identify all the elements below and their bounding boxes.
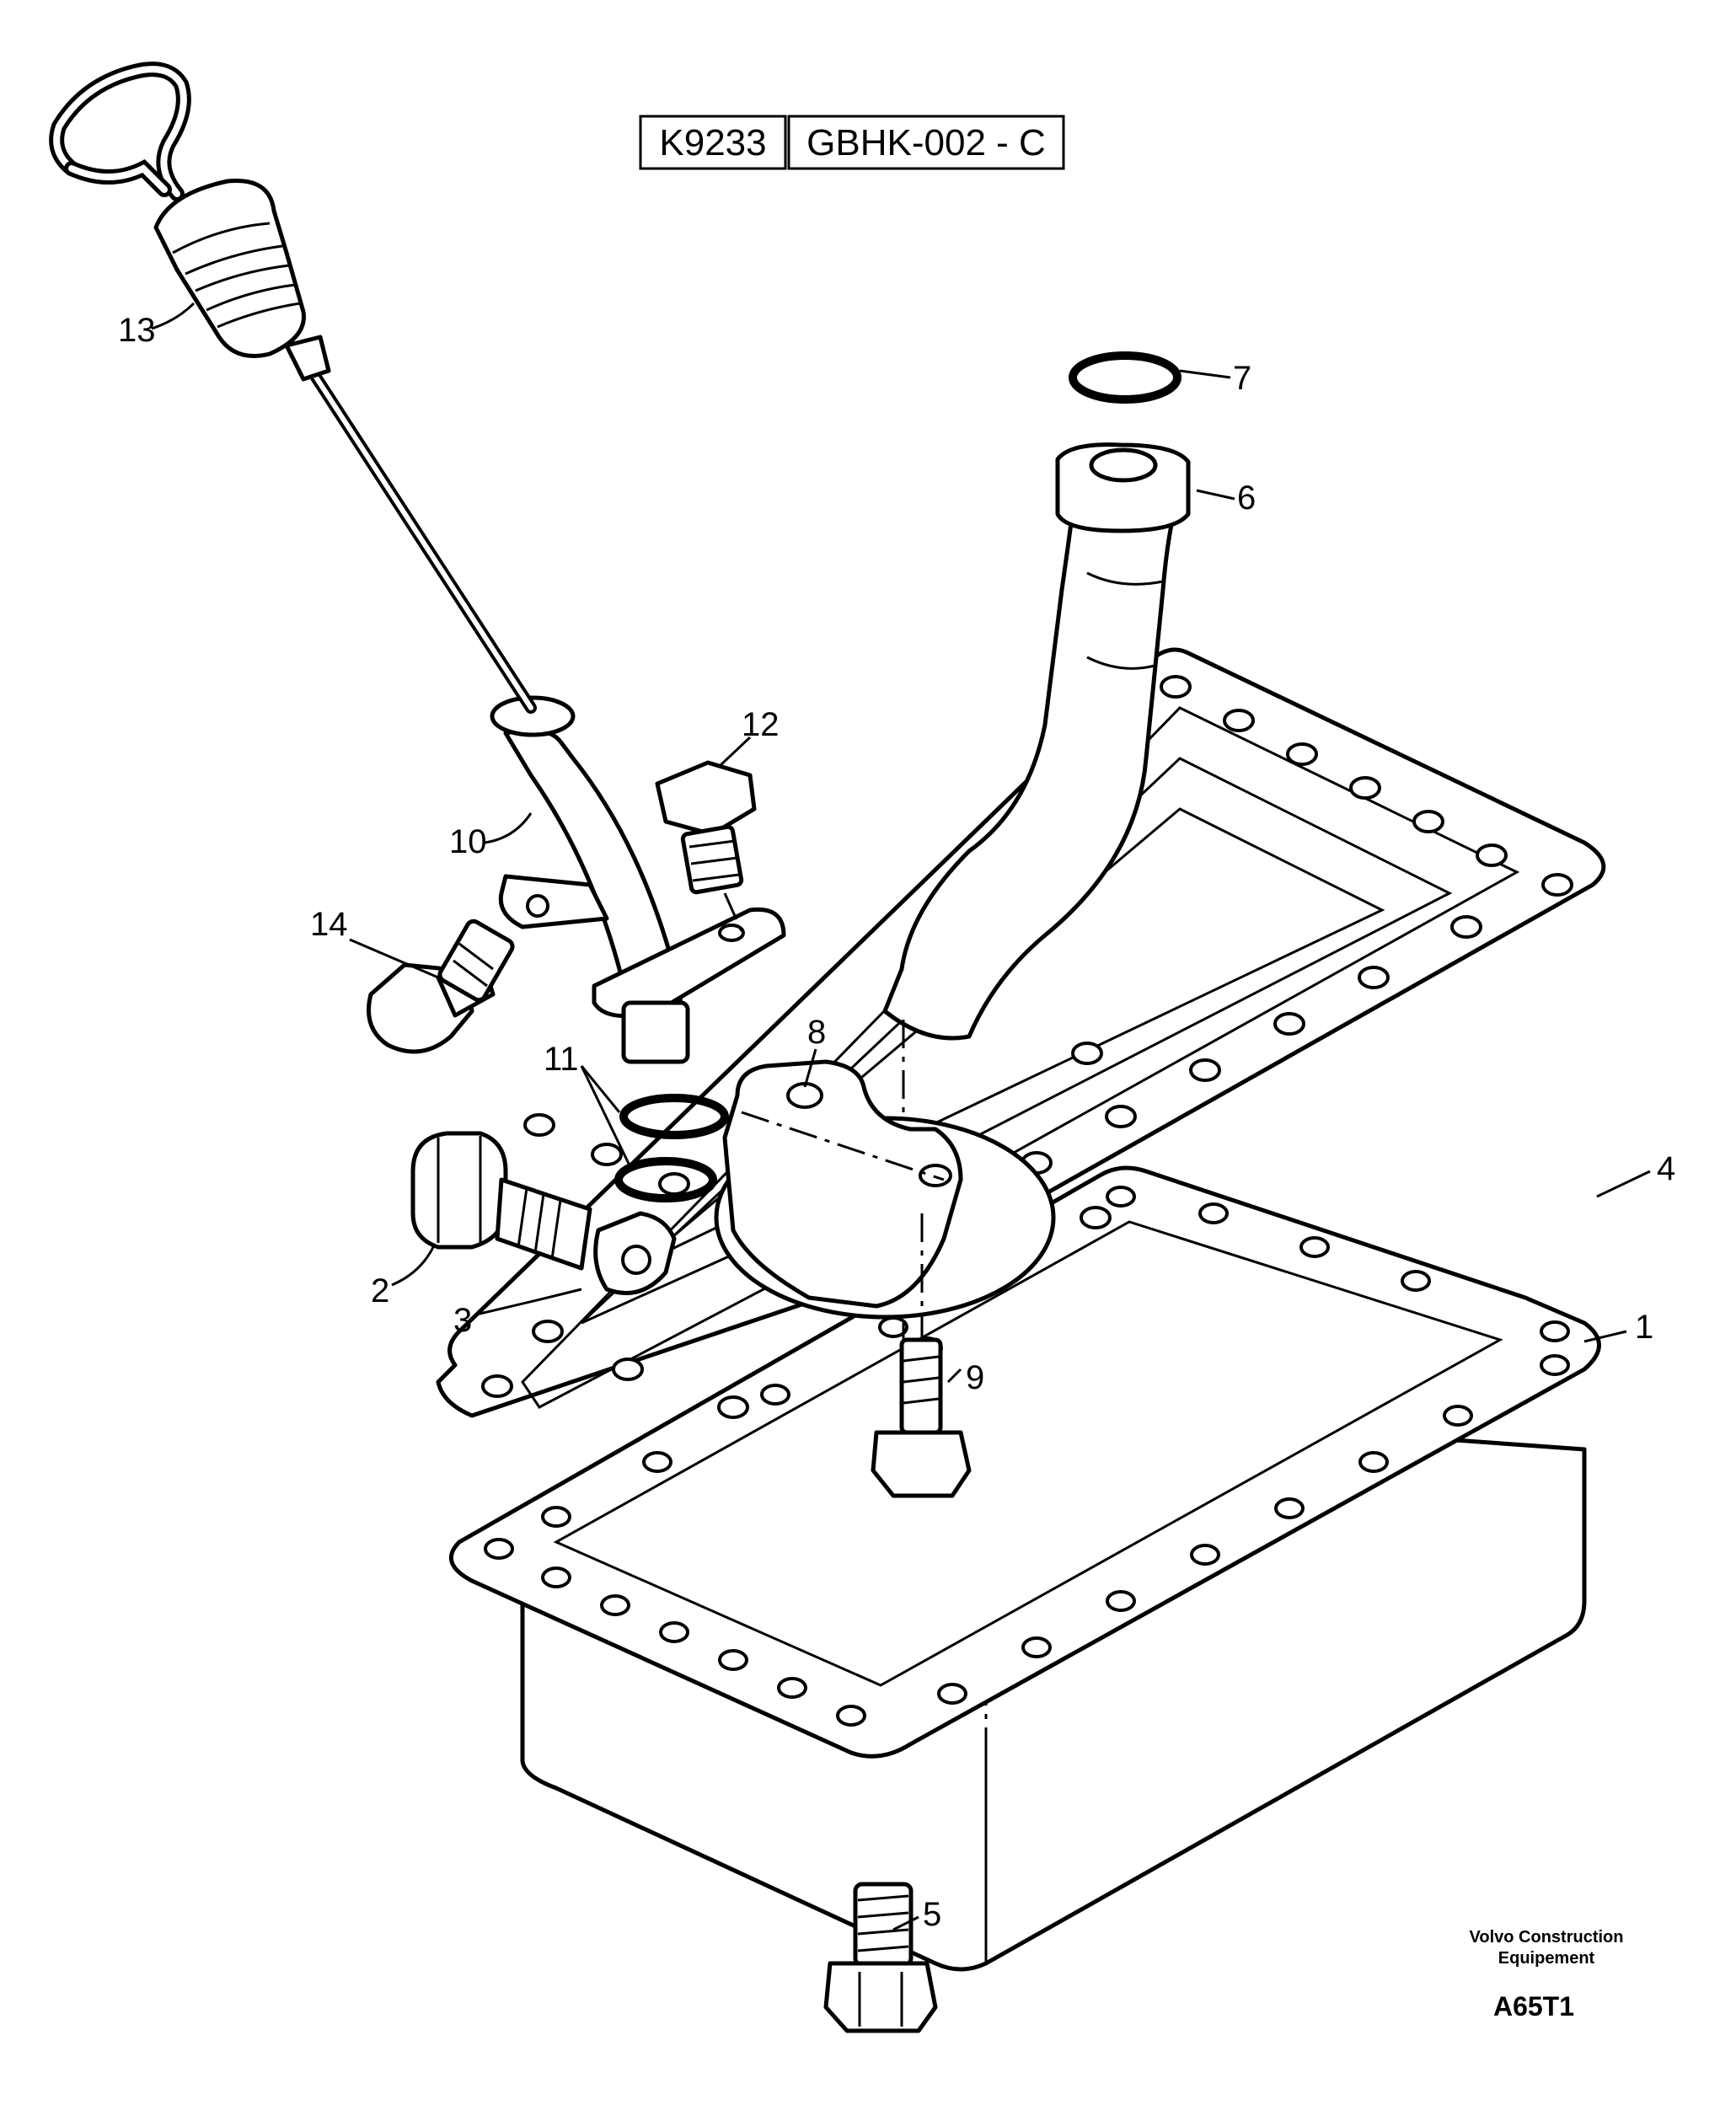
part-drain-plug xyxy=(823,1882,938,2033)
callout-1: 1 xyxy=(1635,1309,1653,1346)
part-bolt-2 xyxy=(410,1131,592,1271)
callout-8: 8 xyxy=(807,1014,826,1051)
part-bolt-14 xyxy=(367,918,515,1054)
header-code-box: K9233 GBHK-002 - C xyxy=(639,115,1065,170)
part-washer-3 xyxy=(593,1211,677,1295)
callout-3: 3 xyxy=(453,1302,472,1339)
part-oil-pipe xyxy=(882,442,1191,1483)
part-oil-sump xyxy=(449,1165,1601,1972)
callout-4: 4 xyxy=(1657,1150,1675,1187)
part-o-rings-11 xyxy=(614,1094,729,1202)
part-dipstick-tube xyxy=(490,695,786,1064)
callout-13: 13 xyxy=(118,312,156,349)
callout-12: 12 xyxy=(742,706,780,743)
callout-9: 9 xyxy=(966,1359,984,1396)
part-screw-9 xyxy=(871,1213,972,1498)
part-screw-12 xyxy=(655,760,757,932)
sump-flange-holes xyxy=(484,1186,1570,1727)
callout-14: 14 xyxy=(310,906,348,943)
brand-line-2: Equipement xyxy=(1498,1949,1595,1968)
catalog-code: K9233 xyxy=(659,122,766,163)
callout-5: 5 xyxy=(923,1896,941,1933)
drawing-code: GBHK-002 - C xyxy=(806,122,1046,163)
part-dipstick xyxy=(49,62,537,714)
callout-7: 7 xyxy=(1233,360,1251,397)
leader-lines xyxy=(151,302,1651,1931)
brand-line-1: Volvo Construction xyxy=(1470,1928,1624,1947)
callout-2: 2 xyxy=(371,1272,389,1309)
callout-11: 11 xyxy=(544,1041,579,1078)
part-suction-bracket xyxy=(714,1059,1056,1320)
figure-code: A65T1 xyxy=(1493,1991,1574,2022)
callout-10: 10 xyxy=(449,823,487,860)
callout-6: 6 xyxy=(1237,479,1256,517)
part-o-ring-pipe xyxy=(1069,351,1181,404)
